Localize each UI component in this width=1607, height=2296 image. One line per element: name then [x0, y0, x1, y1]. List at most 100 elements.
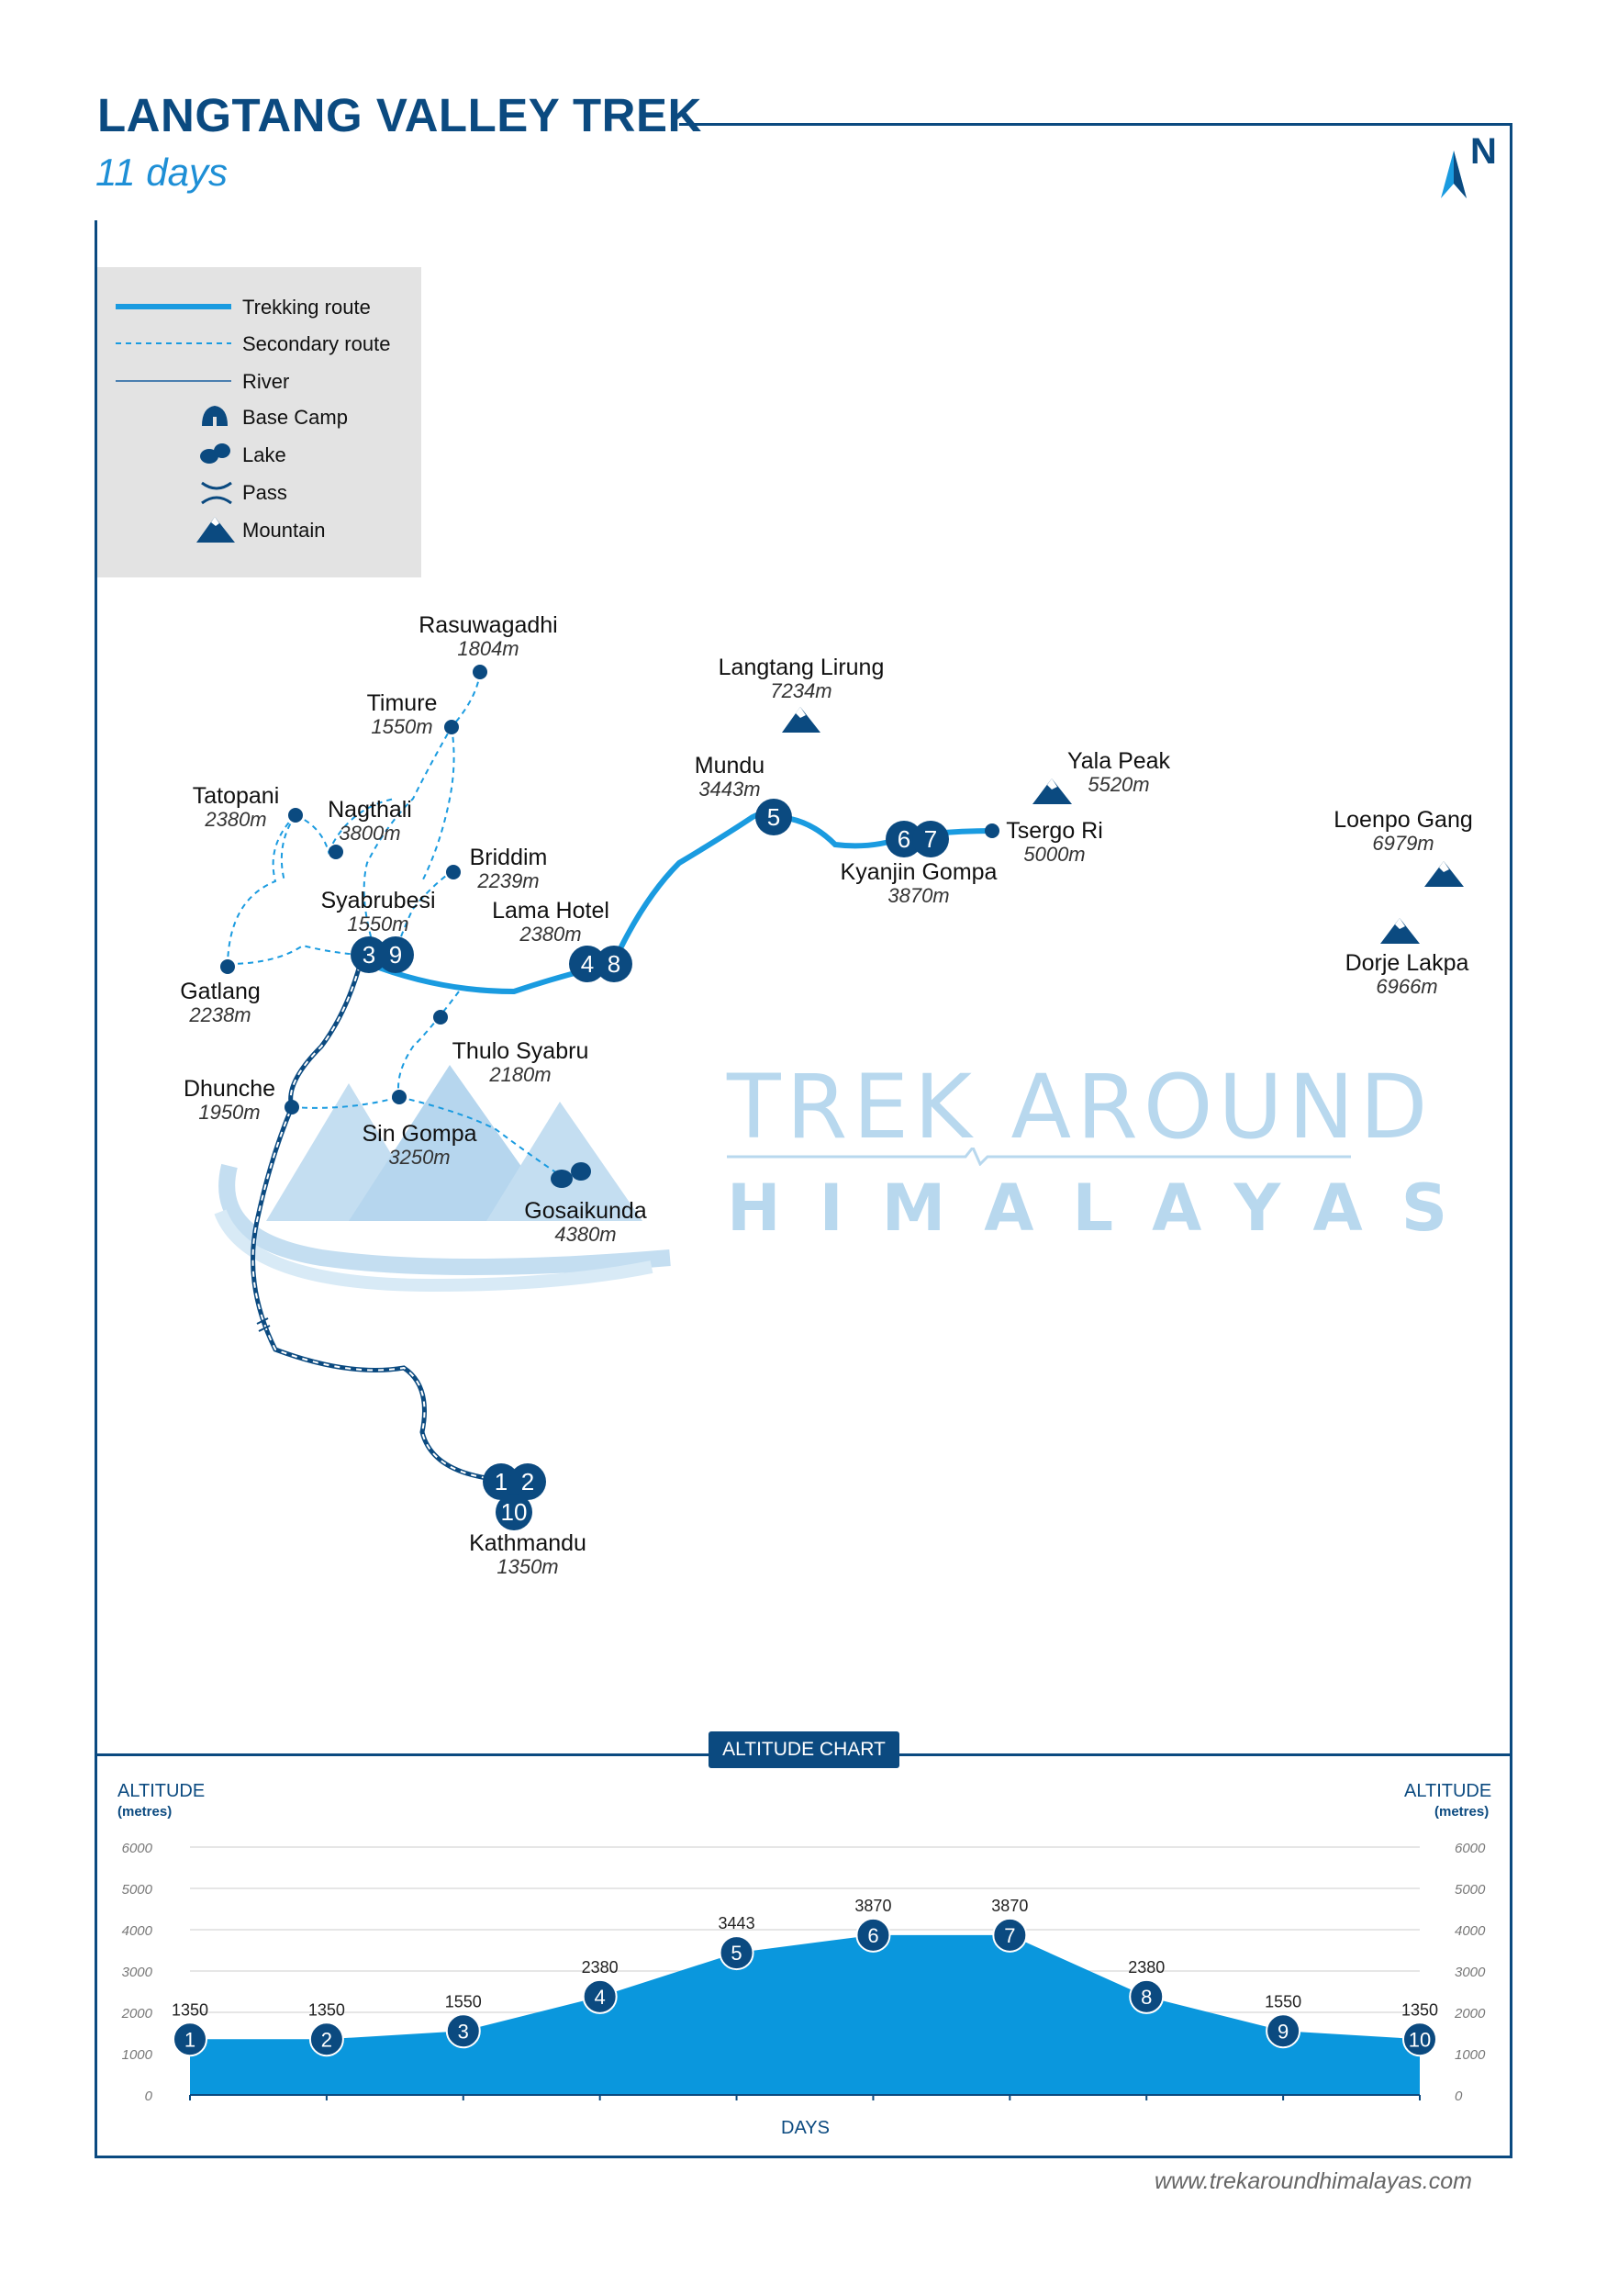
- chart-day-label: 1: [184, 2028, 195, 2051]
- secondary-route-dashed-line-icon: [116, 342, 231, 344]
- chart-ytick-left: 3000: [122, 1965, 153, 1980]
- marker-lama-hotel: 4 8: [569, 946, 632, 982]
- chart-day-label: 8: [1141, 1986, 1152, 2009]
- dorje-lakpa-mountain-icon: [1380, 918, 1420, 944]
- legend-item-secondary-route: Secondary route: [97, 325, 421, 362]
- route-map: 1 2 10 3 9 4 8 5 6 7: [220, 665, 1464, 1530]
- svg-text:7: 7: [924, 825, 937, 853]
- svg-text:10: 10: [501, 1498, 528, 1526]
- north-label: N: [1470, 131, 1497, 172]
- frame-top-line: [679, 123, 1512, 126]
- frame-left-line: [95, 220, 97, 2158]
- chart-day-marker: [1266, 2013, 1301, 2049]
- chart-day-marker: [308, 2022, 344, 2057]
- chart-ytick-left: 2000: [121, 2006, 153, 2022]
- chart-day-label: 3: [458, 2020, 469, 2043]
- svg-text:8: 8: [608, 950, 620, 978]
- frame-right-line: [1510, 123, 1512, 2158]
- mountain-icon: [196, 517, 235, 543]
- chart-data-label: 1550: [1265, 1992, 1301, 2010]
- chart-ytick-left: 4000: [122, 1923, 153, 1939]
- chart-ytick-right: 1000: [1455, 2047, 1486, 2063]
- legend-item-base-camp: Base Camp: [97, 398, 421, 435]
- chart-data-label: 1550: [445, 1992, 482, 2010]
- trekking-route-line-icon: [116, 304, 231, 309]
- chart-data-label: 1350: [1401, 2000, 1438, 2019]
- frame-bottom-line: [95, 2156, 1512, 2158]
- svg-text:5: 5: [767, 803, 780, 831]
- chart-day-marker: [173, 2022, 207, 2057]
- svg-text:1: 1: [495, 1468, 508, 1495]
- gosaikunda-lake-icon: [551, 1162, 591, 1188]
- langtang-lirung-mountain-icon: [782, 707, 820, 733]
- watermark-text-line1: TREK AROUND: [727, 1056, 1434, 1159]
- dhunche-dot: [285, 1100, 299, 1114]
- chart-day-label: 2: [321, 2028, 332, 2051]
- river-line-icon: [116, 380, 231, 382]
- svg-text:3: 3: [363, 941, 375, 969]
- svg-text:4: 4: [581, 950, 594, 978]
- watermark-mountain-logo: [214, 1065, 671, 1293]
- chart-day-label: 9: [1278, 2020, 1289, 2043]
- chart-day-marker: [855, 1917, 891, 1953]
- chart-day-marker: [582, 1978, 618, 2014]
- place-dots: [220, 665, 999, 1114]
- chart-day-label: 10: [1409, 2028, 1431, 2051]
- legend-item-lake: Lake: [97, 436, 421, 473]
- watermark-divider: [727, 1148, 1351, 1166]
- chart-right-axis-unit: (metres): [1434, 1804, 1490, 1820]
- chart-day-marker: [992, 1917, 1028, 1953]
- chart-right-axis-title: ALTITUDE: [1404, 1781, 1492, 1801]
- tatopani-dot: [288, 808, 303, 823]
- chart-x-axis-title: DAYS: [781, 2118, 830, 2138]
- north-arrow-icon: N: [1441, 131, 1497, 198]
- website-url[interactable]: www.trekaroundhimalayas.com: [1155, 2168, 1472, 2194]
- timure-dot: [444, 720, 459, 734]
- loenpo-gang-mountain-icon: [1424, 861, 1464, 887]
- yala-peak-mountain-icon: [1032, 778, 1072, 804]
- chart-day-label: 7: [1004, 1924, 1015, 1947]
- watermark-text-line2: HIMALAYAS: [727, 1170, 1487, 1246]
- page-title: LANGTANG VALLEY TREK: [97, 89, 702, 141]
- gatlang-dot: [220, 959, 235, 974]
- svg-text:6: 6: [898, 825, 910, 853]
- mountain-icons: [782, 707, 1464, 944]
- marker-kyanjin: 6 7: [886, 821, 949, 857]
- marker-mundu: 5: [755, 799, 792, 835]
- legend-item-trekking-route: Trekking route: [97, 288, 421, 325]
- chart-data-label: 1350: [308, 2000, 345, 2019]
- legend-item-pass: Pass: [97, 474, 421, 510]
- chart-data-label: 2380: [1128, 1958, 1165, 1977]
- chart-day-label: 4: [595, 1986, 606, 2009]
- chart-ytick-right: 4000: [1455, 1923, 1486, 1939]
- route-markers: 1 2 10 3 9 4 8 5 6 7: [351, 799, 949, 1530]
- secondary-routes: [227, 671, 561, 1176]
- chart-data-label: 3443: [719, 1914, 755, 1932]
- chart-day-marker: [1402, 2022, 1437, 2057]
- chart-data-label: 3870: [854, 1897, 891, 1915]
- chart-ytick-right: 6000: [1455, 1841, 1486, 1856]
- trekking-route-path: [367, 810, 994, 995]
- chart-area-series: [190, 1934, 1420, 2095]
- thulo-syabru-dot: [433, 1010, 448, 1025]
- svg-text:9: 9: [389, 941, 402, 969]
- map-legend: Trekking route Secondary route River Bas…: [97, 267, 421, 577]
- chart-data-label: 1350: [172, 2000, 208, 2019]
- chart-ytick-right: 0: [1455, 2089, 1463, 2104]
- rasuwagadhi-dot: [473, 665, 487, 679]
- chart-day-label: 6: [867, 1924, 878, 1947]
